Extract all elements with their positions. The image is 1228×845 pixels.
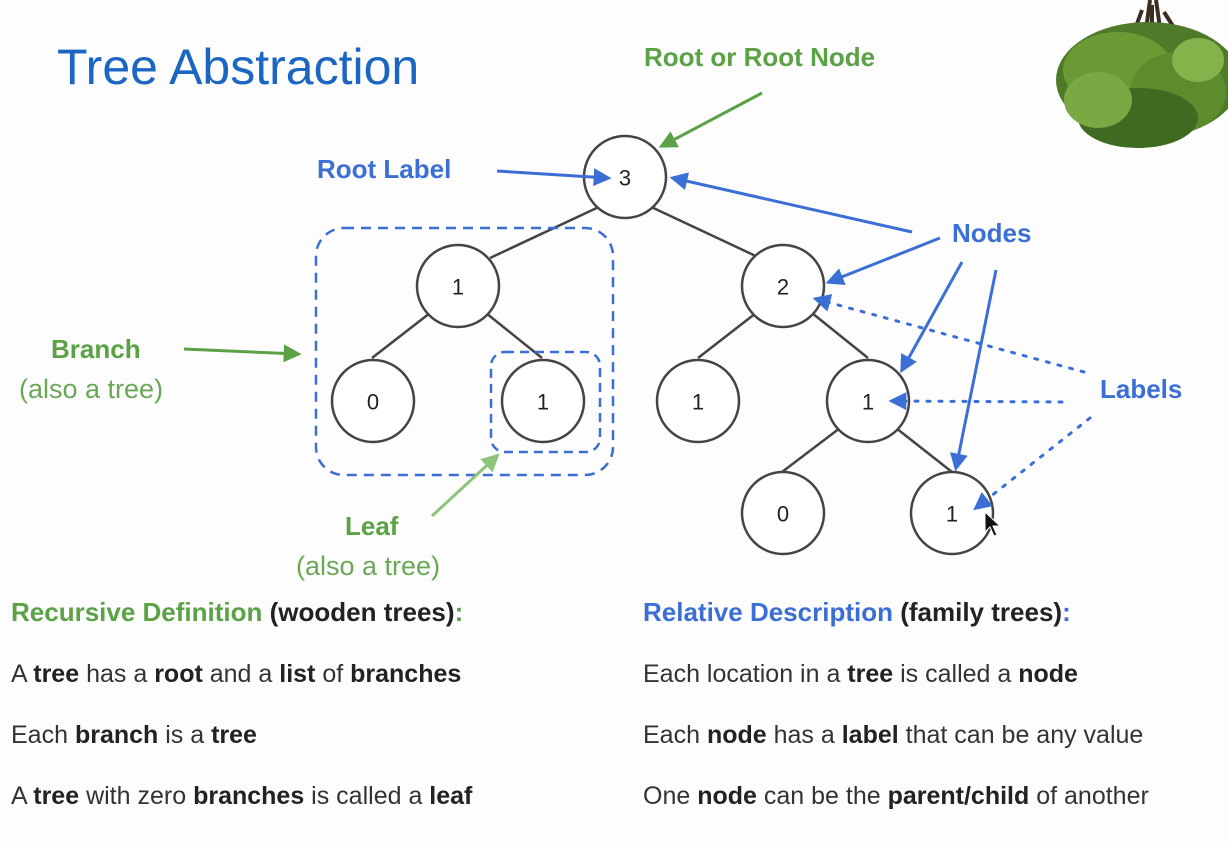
relative-heading: Relative Description (family trees):	[643, 597, 1071, 628]
node-right	[740, 243, 826, 329]
tree-edges	[371, 203, 953, 473]
leaf-arrow	[430, 453, 500, 518]
node-left-label: 1	[452, 275, 464, 300]
relative-line-3: One node can be the parent/child of anot…	[643, 782, 1149, 810]
relative-line-1: Each location in a tree is called a node	[643, 660, 1078, 688]
nodes-arrow-root	[669, 172, 913, 234]
recursive-line-1: A tree has a root and a list of branches	[11, 660, 462, 688]
recursive-line-3: A tree with zero branches is called a le…	[11, 782, 473, 810]
root-label-arrow	[496, 168, 612, 187]
node-right-left	[655, 358, 741, 444]
branch-box	[314, 226, 615, 477]
root-node-annotation: Root or Root Node	[644, 42, 876, 72]
recursive-heading: Recursive Definition (wooden trees):	[11, 597, 463, 628]
node-right-right-label: 1	[862, 390, 874, 415]
mouse-cursor-icon	[984, 510, 1002, 537]
labels-arrow-3	[888, 392, 1064, 411]
relative-heading-paren: (family trees)	[900, 597, 1063, 627]
node-right-label: 2	[777, 275, 789, 300]
labels-annotation: Labels	[1100, 374, 1183, 404]
root-node-arrow	[658, 91, 763, 148]
recursive-heading-colored: Recursive Definition	[11, 597, 263, 627]
node-left-left-label: 0	[367, 390, 379, 415]
node-left-right	[500, 358, 586, 444]
recursive-heading-paren: (wooden trees)	[269, 597, 455, 627]
relative-heading-colored: Relative Description	[643, 597, 893, 627]
node-rr-right	[909, 470, 995, 556]
labels-arrow-2	[812, 294, 1086, 374]
root-label-annotation: Root Label	[317, 154, 452, 184]
node-right-right	[825, 358, 911, 444]
node-left	[415, 243, 501, 329]
slide-title: Tree Abstraction	[57, 39, 420, 95]
leaf-box	[489, 350, 602, 454]
nodes-arrow-2	[825, 236, 941, 286]
branch-subtitle: (also a tree)	[19, 374, 164, 404]
root-label: 3	[619, 166, 631, 191]
recursive-line-2: Each branch is a tree	[11, 721, 257, 749]
branch-arrow	[183, 344, 302, 363]
recursive-heading-colon: :	[454, 597, 464, 627]
tree-image	[1056, 0, 1228, 148]
node-rr-left	[740, 470, 826, 556]
node-rr-right-label: 1	[946, 502, 958, 527]
labels-arrow-4	[973, 416, 1092, 511]
leaf-subtitle: (also a tree)	[296, 551, 441, 581]
node-left-right-label: 1	[537, 390, 549, 415]
node-right-left-label: 1	[692, 390, 704, 415]
nodes-arrow-4	[950, 269, 998, 472]
relative-line-2: Each node has a label that can be any va…	[643, 721, 1144, 749]
nodes-annotation: Nodes	[952, 218, 1032, 248]
leaf-annotation: Leaf	[345, 511, 399, 541]
nodes-arrow-3	[900, 261, 964, 374]
branch-annotation: Branch	[51, 334, 141, 364]
node-rr-left-label: 0	[777, 502, 789, 527]
relative-heading-colon: :	[1062, 597, 1071, 627]
node-left-left	[330, 358, 416, 444]
